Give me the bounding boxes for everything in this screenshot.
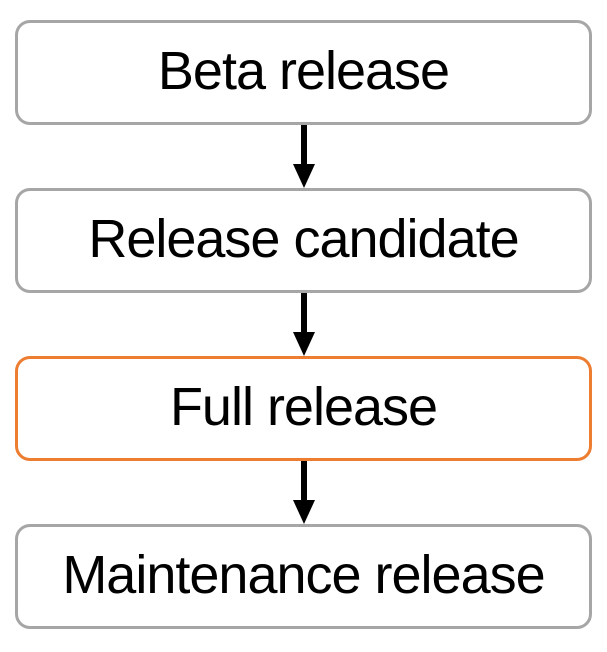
flow-node-label: Release candidate (88, 208, 519, 269)
flow-node-label: Full release (169, 376, 438, 437)
flow-node-label: Maintenance release (62, 544, 545, 605)
flow-node-full-release: Full release (15, 356, 592, 461)
flow-node-release-candidate: Release candidate (15, 188, 592, 293)
flow-node-maintenance-release: Maintenance release (15, 524, 592, 629)
down-arrow-connector (292, 293, 315, 356)
flow-node-beta-release: Beta release (15, 20, 592, 125)
down-arrow-connector (292, 461, 315, 524)
flow-node-label: Beta release (157, 40, 450, 101)
down-arrow-connector (292, 125, 315, 188)
